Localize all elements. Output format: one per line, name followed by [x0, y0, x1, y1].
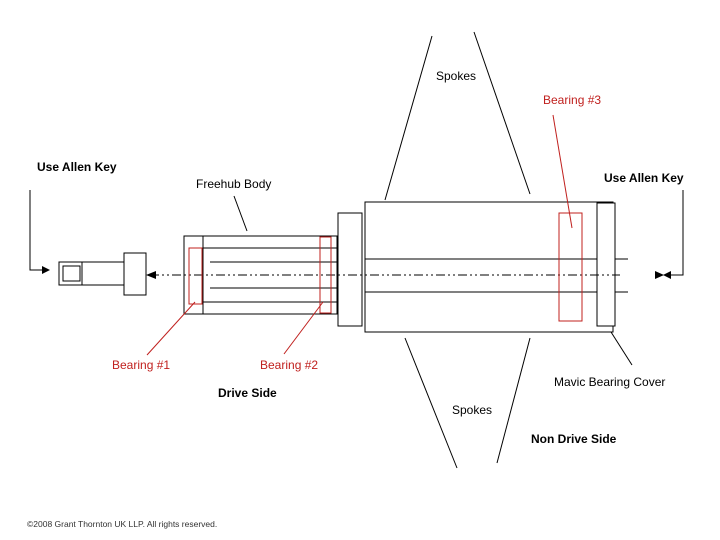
- mavic-cover-leader: [610, 331, 633, 366]
- non-drive-side-label: Non Drive Side: [531, 432, 617, 446]
- axis-arrow-left: [146, 271, 156, 279]
- hub-shell: [364, 201, 628, 333]
- spokes-bottom: [404, 337, 531, 469]
- bearing-2-label: Bearing #2: [260, 358, 318, 372]
- spokes-top-label: Spokes: [436, 69, 476, 83]
- bearing-3-label: Bearing #3: [543, 93, 601, 107]
- bearing-2: [319, 236, 332, 314]
- allen-key-right-pointer: [670, 190, 684, 276]
- freehub-leader: [233, 195, 248, 232]
- allen-key-right-label: Use Allen Key: [604, 171, 684, 185]
- mavic-bearing-cover: [596, 202, 616, 327]
- copyright-notice: ©2008 Grant Thornton UK LLP. All rights …: [27, 519, 217, 529]
- bearing-3-leader: [552, 114, 573, 229]
- bearing-2-leader: [283, 301, 324, 355]
- freehub-body-label: Freehub Body: [196, 177, 271, 191]
- bearing-1-label: Bearing #1: [112, 358, 170, 372]
- spokes-top: [384, 31, 531, 201]
- spokes-bottom-label: Spokes: [452, 403, 492, 417]
- drive-side-spacer: [337, 212, 363, 327]
- allen-key-left-label: Use Allen Key: [37, 160, 117, 174]
- axis-arrow-right: [655, 271, 664, 279]
- allen-key-left-pointer: [29, 190, 43, 271]
- bearing-3: [558, 212, 583, 322]
- mavic-cover-label: Mavic Bearing Cover: [554, 375, 665, 389]
- drive-side-label: Drive Side: [218, 386, 277, 400]
- bearing-1: [188, 247, 203, 305]
- bearing-1-leader: [146, 301, 196, 356]
- allen-key-tool: [58, 252, 147, 296]
